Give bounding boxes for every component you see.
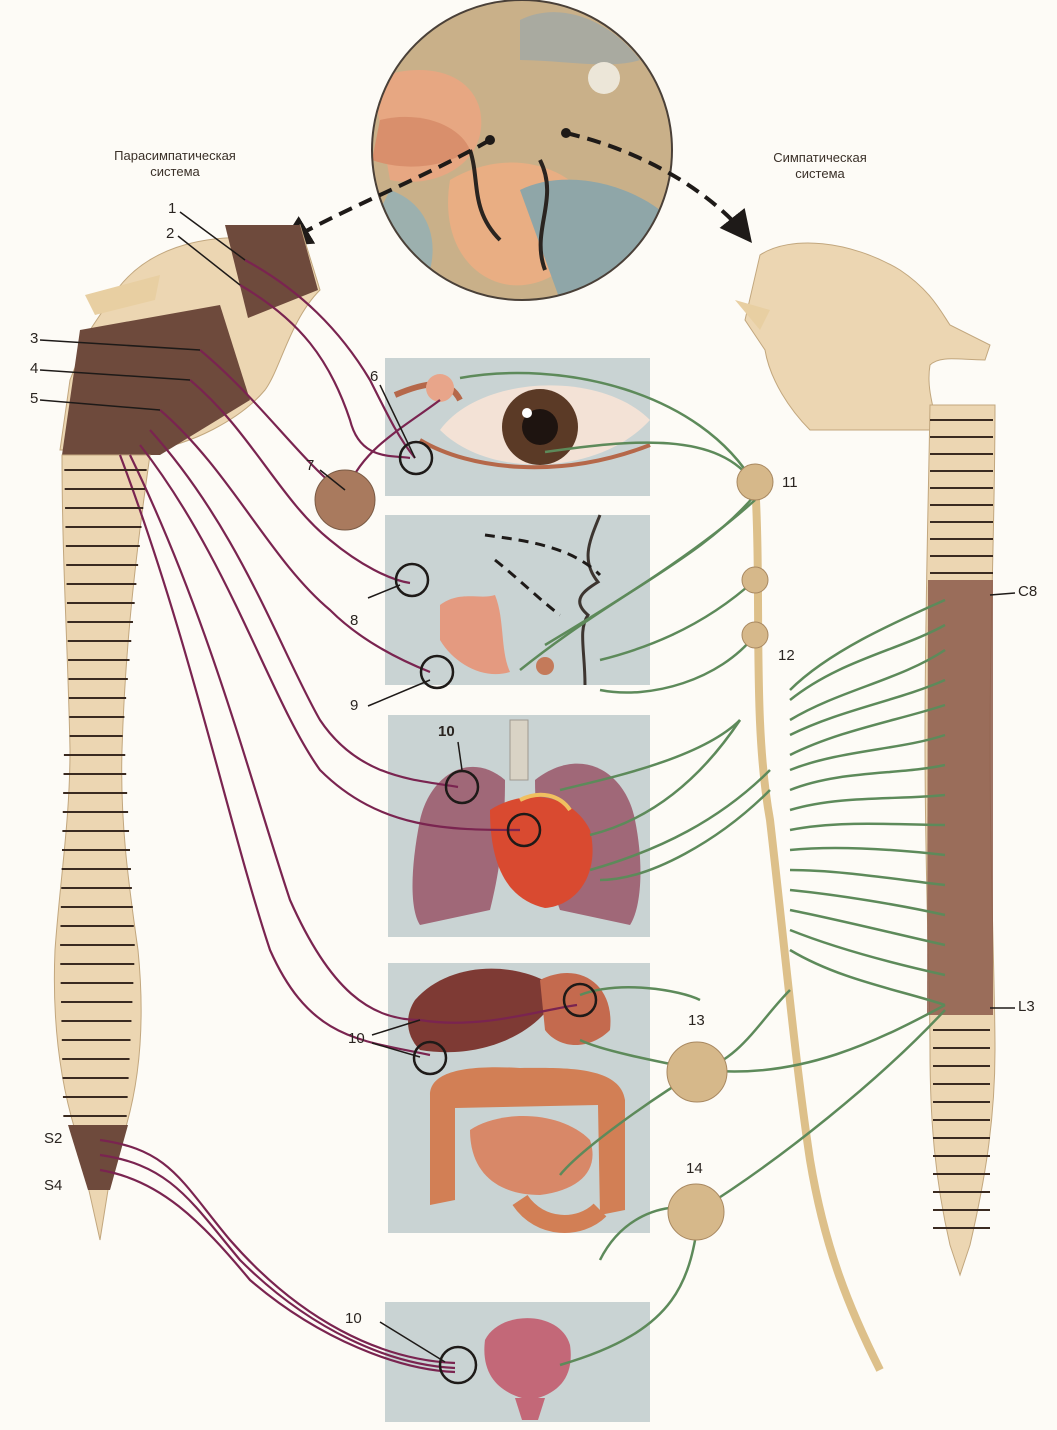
label-10-bladder: 10 bbox=[345, 1310, 362, 1327]
panel-abdomen bbox=[388, 963, 650, 1233]
panel-face bbox=[385, 515, 650, 685]
label-11: 11 bbox=[782, 474, 798, 491]
sympathetic-spinal-cord bbox=[925, 405, 995, 1275]
panel-bladder bbox=[385, 1302, 650, 1422]
label-3: 3 bbox=[30, 330, 38, 347]
label-s2: S2 bbox=[44, 1130, 62, 1147]
panel-lungs-heart bbox=[388, 715, 650, 937]
label-5: 5 bbox=[30, 390, 38, 407]
label-2: 2 bbox=[166, 225, 174, 242]
label-10-intestine: 10 bbox=[348, 1030, 365, 1047]
sympathetic-brainstem bbox=[735, 243, 990, 430]
label-l3: L3 bbox=[1018, 998, 1035, 1015]
label-c8: C8 bbox=[1018, 583, 1037, 600]
panel-eye bbox=[385, 358, 650, 496]
brain-section-circle bbox=[372, 0, 672, 300]
label-14: 14 bbox=[686, 1160, 703, 1177]
label-12: 12 bbox=[778, 647, 795, 664]
label-9: 9 bbox=[350, 697, 358, 714]
sympathetic-system-title: Симпатическая система bbox=[735, 150, 905, 182]
label-s4: S4 bbox=[44, 1177, 62, 1194]
label-8: 8 bbox=[350, 612, 358, 629]
label-6: 6 bbox=[370, 368, 378, 385]
label-10-lungs: 10 bbox=[438, 723, 455, 740]
label-13: 13 bbox=[688, 1012, 705, 1029]
parasympathetic-spinal-cord bbox=[54, 455, 150, 1240]
parasympathetic-system-title: Парасимпатическая система bbox=[75, 148, 275, 180]
label-4: 4 bbox=[30, 360, 38, 377]
label-1: 1 bbox=[168, 200, 176, 217]
parasympathetic-brainstem bbox=[60, 225, 320, 455]
label-7: 7 bbox=[306, 457, 314, 474]
